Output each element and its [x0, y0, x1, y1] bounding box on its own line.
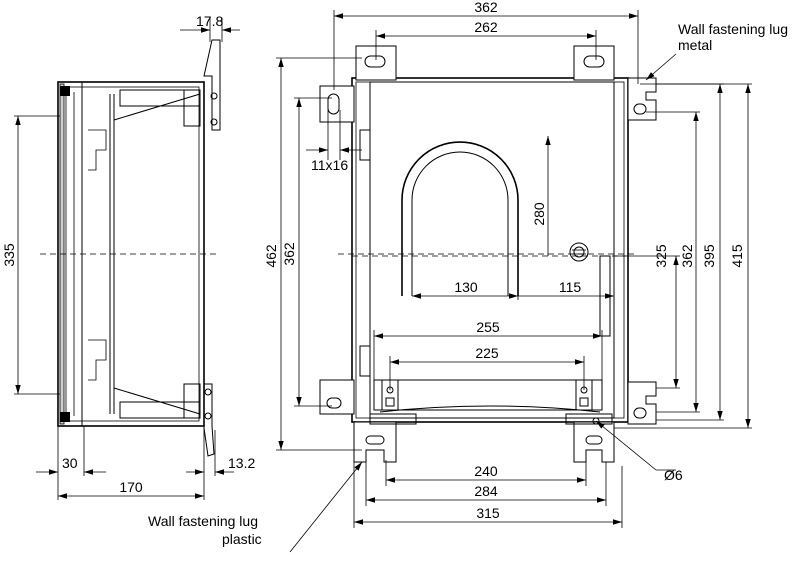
dim-395: 395 [701, 244, 717, 268]
dim-315: 315 [476, 505, 500, 521]
dim-262: 262 [474, 19, 498, 35]
side-view [40, 39, 221, 457]
hinge-bottom-icon [60, 412, 70, 422]
side-dimensions: 17.8 335 30 13.2 170 [1, 13, 255, 500]
dim-462: 462 [263, 244, 279, 268]
dim-415: 415 [729, 244, 745, 268]
dim-13-2: 13.2 [228, 455, 255, 471]
dim-325: 325 [653, 244, 669, 268]
dim-11x16: 11x16 [311, 157, 348, 173]
dim-362-left: 362 [281, 242, 297, 266]
dim-240: 240 [474, 463, 498, 479]
dim-284: 284 [474, 483, 498, 499]
dim-hole-6: Ø6 [664, 467, 683, 483]
callouts: Wall fastening lug metal Wall fastening … [148, 21, 788, 553]
callout-metal-line2: metal [678, 37, 712, 53]
dim-255: 255 [476, 319, 500, 335]
dim-362-top: 362 [474, 0, 498, 15]
dim-115: 115 [559, 279, 582, 295]
dim-225: 225 [475, 345, 499, 361]
dim-17-8: 17.8 [196, 13, 223, 29]
dim-335: 335 [1, 243, 17, 267]
front-dimensions: 362 262 11x16 462 362 280 130 115 [263, 0, 752, 528]
hinge-top-icon [60, 86, 70, 96]
front-view [319, 45, 657, 463]
dim-362-right: 362 [679, 244, 695, 268]
callout-plastic-line2: plastic [222, 531, 262, 547]
dim-130: 130 [454, 279, 478, 295]
dim-280: 280 [531, 202, 547, 226]
dim-170: 170 [119, 479, 143, 495]
callout-metal-line1: Wall fastening lug [678, 21, 788, 37]
callout-plastic-line1: Wall fastening lug [148, 513, 258, 529]
dim-30: 30 [62, 455, 78, 471]
